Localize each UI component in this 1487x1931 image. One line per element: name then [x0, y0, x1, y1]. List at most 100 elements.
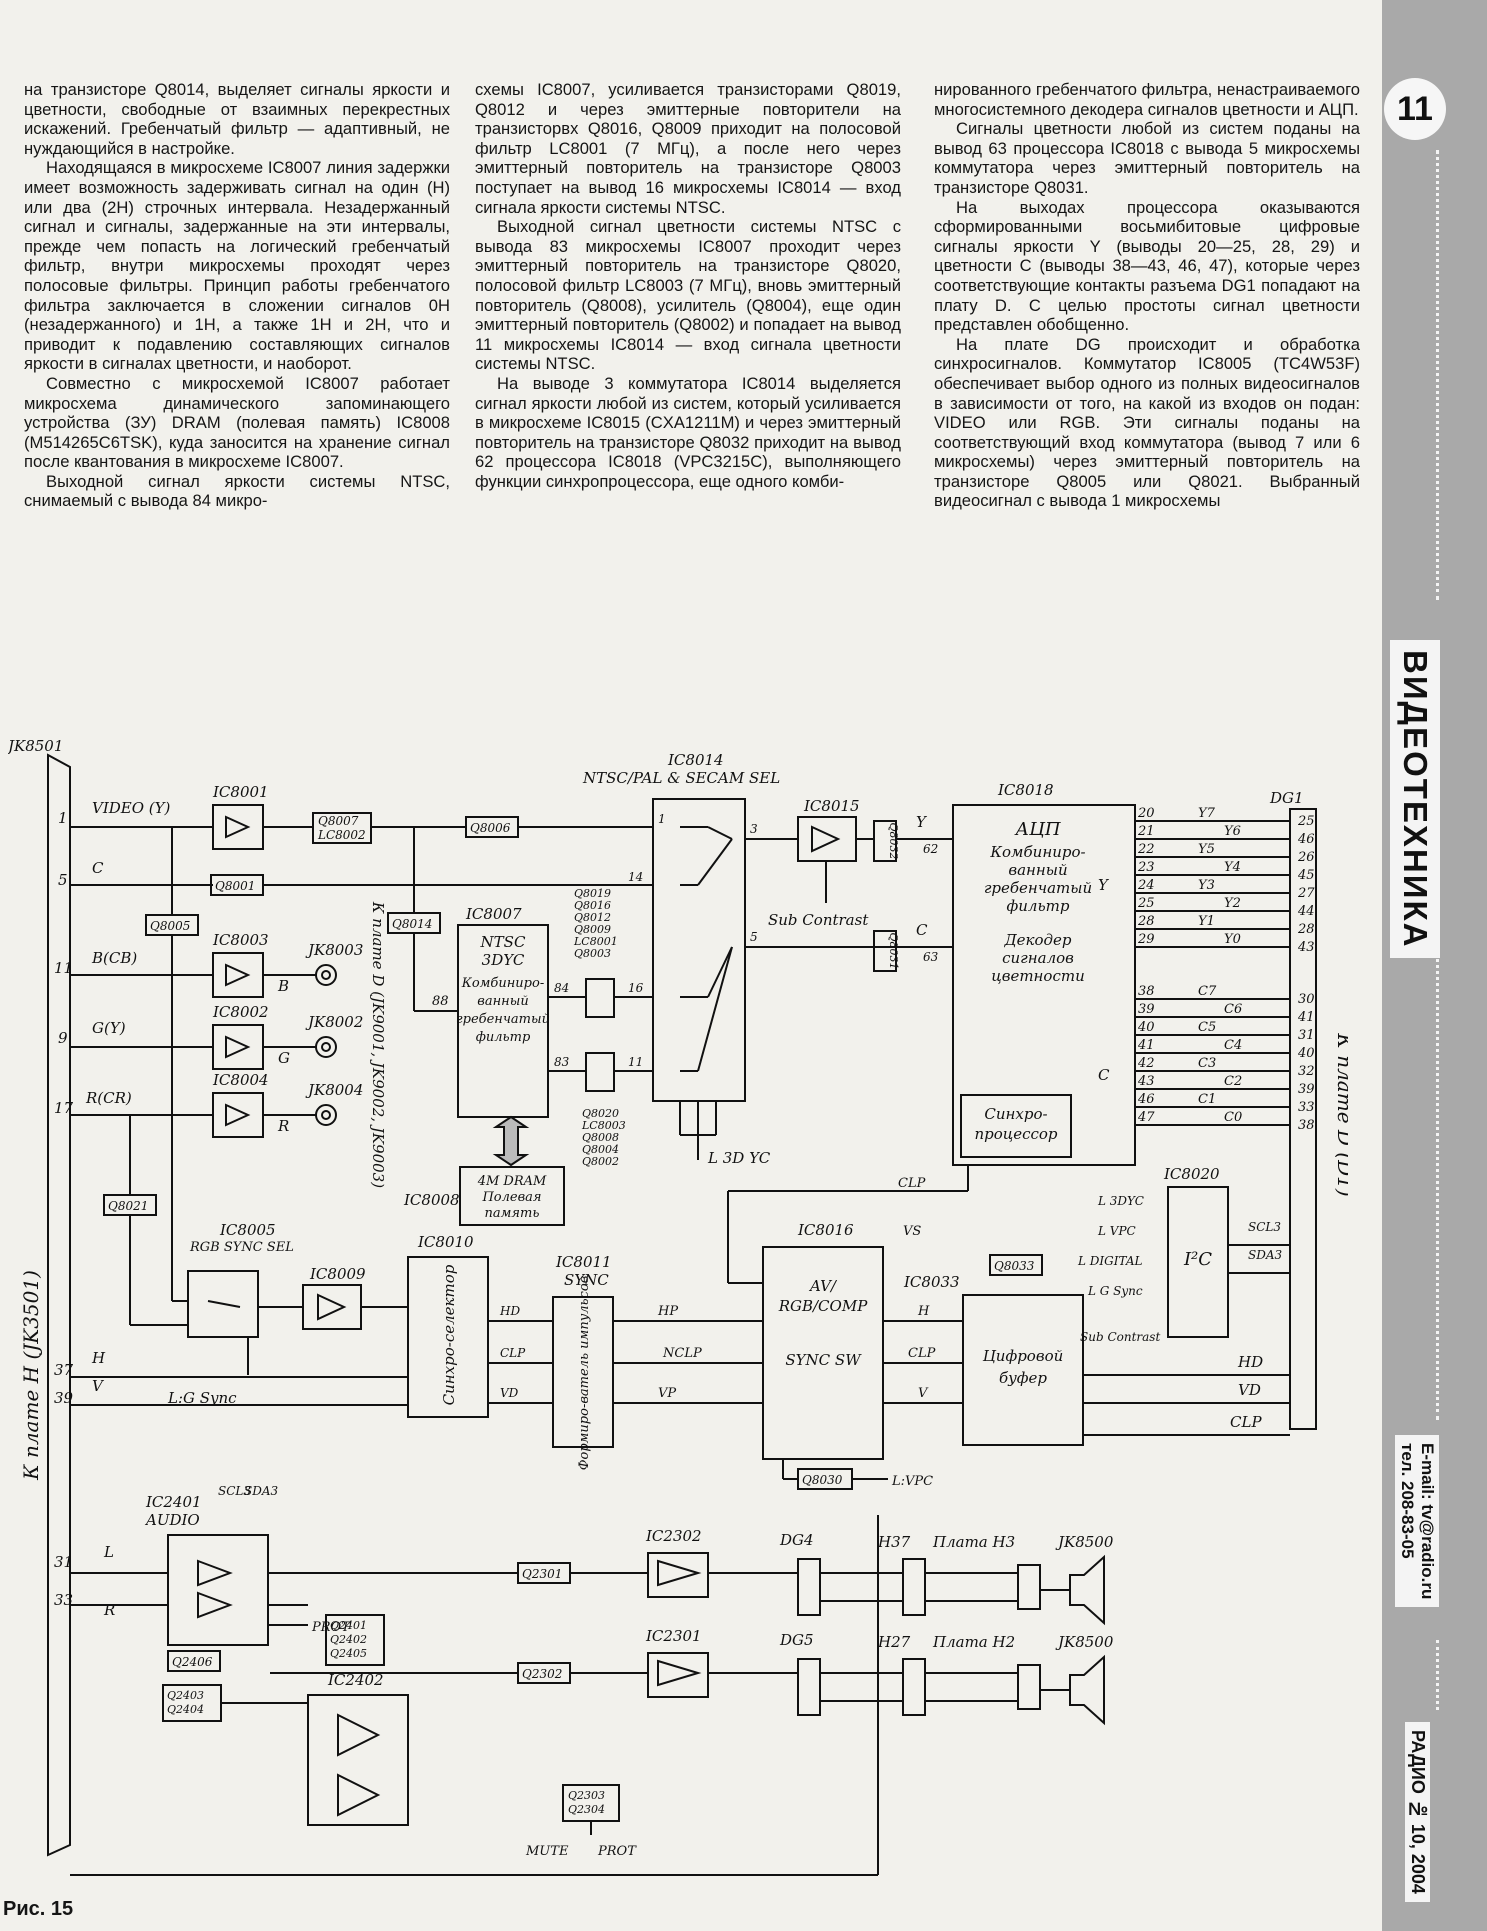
- svg-text:83: 83: [554, 1055, 570, 1069]
- svg-text:C4: C4: [1224, 1038, 1242, 1053]
- svg-text:1: 1: [58, 809, 68, 827]
- svg-text:Y1: Y1: [1198, 914, 1215, 929]
- svg-text:LC8001: LC8001: [573, 935, 618, 948]
- svg-text:Q2301: Q2301: [522, 1567, 562, 1581]
- contact-phone: тел. 208-83-05: [1398, 1443, 1417, 1559]
- svg-text:RGB SYNC SEL: RGB SYNC SEL: [189, 1240, 294, 1255]
- svg-text:33: 33: [1298, 1100, 1315, 1115]
- svg-text:39: 39: [54, 1389, 74, 1407]
- svg-text:L VPC: L VPC: [1097, 1224, 1136, 1238]
- svg-text:C6: C6: [1224, 1002, 1242, 1017]
- section-title: ВИДЕОТЕХНИКА: [1390, 640, 1440, 959]
- svg-text:32: 32: [1298, 1064, 1315, 1079]
- svg-text:JK8003: JK8003: [305, 941, 363, 959]
- svg-text:25: 25: [1137, 896, 1155, 911]
- svg-text:Q2304: Q2304: [568, 1803, 605, 1816]
- input-wires: [70, 826, 388, 1606]
- svg-text:45: 45: [1297, 868, 1315, 883]
- svg-text:Sub Contrast: Sub Contrast: [1080, 1330, 1160, 1344]
- audio-transistors: Q2301 Q2302 Q2406 Q2401 Q2402 Q2405 Q240…: [162, 1562, 637, 1859]
- right-margin-bar: [1382, 0, 1487, 1931]
- svg-text:К плате D (JK9001, JK9002, JK9: К плате D (JK9001, JK9002, JK9003): [369, 901, 387, 1188]
- svg-text:C5: C5: [1198, 1020, 1216, 1035]
- svg-text:NTSC: NTSC: [480, 933, 526, 951]
- svg-text:MUTE: MUTE: [525, 1844, 569, 1859]
- svg-text:память: память: [485, 1206, 540, 1221]
- svg-text:L DIGITAL: L DIGITAL: [1077, 1254, 1142, 1268]
- svg-text:Q8005: Q8005: [150, 919, 190, 933]
- svg-text:VD: VD: [500, 1386, 519, 1400]
- svg-text:Q2401: Q2401: [330, 1619, 367, 1632]
- svg-text:9: 9: [58, 1029, 68, 1047]
- svg-text:IC8002: IC8002: [212, 1003, 269, 1021]
- paragraph: схемы IC8007, усиливается транзисторами …: [475, 80, 901, 217]
- ic8014-system-selector: IC8014 NTSC/PAL & SECAM SEL 3 5 1 14 L 3…: [582, 751, 953, 1167]
- svg-text:37: 37: [54, 1361, 74, 1379]
- svg-text:H: H: [917, 1304, 930, 1319]
- svg-text:17: 17: [54, 1099, 74, 1117]
- svg-text:сигналов: сигналов: [1002, 949, 1074, 967]
- svg-text:PROT: PROT: [311, 1620, 351, 1635]
- ic2401-audio-processor: IC2401 AUDIO SCL3 SDA3 PROT: [144, 1484, 518, 1646]
- svg-text:Плата H2: Плата H2: [932, 1633, 1015, 1651]
- svg-text:47: 47: [1137, 1110, 1155, 1125]
- svg-text:21: 21: [1137, 824, 1155, 839]
- svg-text:3DYC: 3DYC: [482, 951, 525, 969]
- svg-text:C: C: [916, 921, 928, 939]
- svg-text:NTSC/PAL & SECAM SEL: NTSC/PAL & SECAM SEL: [582, 769, 780, 787]
- figure-caption: Рис. 15: [3, 1898, 74, 1920]
- svg-text:AV/: AV/: [808, 1277, 838, 1295]
- svg-text:процессор: процессор: [974, 1125, 1057, 1143]
- svg-text:63: 63: [923, 950, 939, 964]
- svg-text:L:VPC: L:VPC: [891, 1474, 933, 1489]
- paragraph: нированного гребенчатого фильтра, ненаст…: [934, 80, 1360, 119]
- paragraph: Выходной сигнал цветности системы NTSC с…: [475, 217, 901, 374]
- svg-text:IC8001: IC8001: [212, 783, 269, 801]
- dotted-divider: [1436, 1640, 1441, 1710]
- svg-text:VD: VD: [1238, 1381, 1261, 1399]
- svg-text:Y7: Y7: [1198, 806, 1216, 821]
- svg-text:5: 5: [58, 871, 68, 889]
- svg-text:Q8004: Q8004: [582, 1143, 619, 1156]
- svg-text:22: 22: [1137, 842, 1155, 857]
- svg-text:39: 39: [1138, 1002, 1155, 1017]
- svg-text:L: L: [103, 1543, 114, 1561]
- svg-text:11: 11: [628, 1055, 643, 1069]
- svg-text:23: 23: [1137, 860, 1155, 875]
- svg-text:LC8002: LC8002: [317, 828, 366, 842]
- connector-left: [47, 753, 71, 1857]
- svg-text:Y3: Y3: [1198, 878, 1215, 893]
- svg-text:АЦП: АЦП: [1013, 819, 1060, 840]
- svg-text:CLP: CLP: [1230, 1413, 1262, 1431]
- svg-text:SDA3: SDA3: [1248, 1248, 1283, 1262]
- svg-text:Q8032: Q8032: [887, 822, 900, 859]
- svg-text:29: 29: [1137, 932, 1155, 947]
- svg-text:Q8009: Q8009: [574, 923, 611, 936]
- paragraph: Сигналы цветности любой из систем поданы…: [934, 119, 1360, 197]
- svg-text:Y: Y: [1098, 876, 1110, 894]
- svg-text:41: 41: [1137, 1038, 1155, 1053]
- svg-text:Q2404: Q2404: [167, 1703, 204, 1716]
- svg-text:43: 43: [1137, 1074, 1155, 1089]
- page-number: 11: [1384, 78, 1446, 140]
- svg-text:41: 41: [1297, 1010, 1315, 1025]
- svg-text:Y4: Y4: [1224, 860, 1241, 875]
- paragraph: На выходах процессора оказываются сформи…: [934, 197, 1360, 335]
- svg-text:Q8031: Q8031: [887, 932, 900, 969]
- svg-text:B(CB): B(CB): [91, 949, 137, 967]
- svg-text:Комбиниро-: Комбиниро-: [989, 843, 1085, 861]
- paragraph: Совместно с микросхемой IC8007 работает …: [24, 373, 450, 472]
- svg-text:VP: VP: [658, 1386, 676, 1401]
- ic8016-av-sync-switch: IC8016 AV/ RGB/COMP SYNC SW VS H CLP V Q…: [727, 1165, 969, 1490]
- svg-text:Формиро-ватель импульсов: Формиро-ватель импульсов: [577, 1276, 592, 1471]
- svg-text:25: 25: [1297, 814, 1315, 829]
- schematic-figure: JK8501 К плате H (JK3501) DG1 К плате D …: [5, 735, 1357, 1900]
- svg-text:CLP: CLP: [500, 1346, 526, 1360]
- svg-text:цветности: цветности: [991, 967, 1085, 985]
- svg-text:C7: C7: [1198, 984, 1217, 999]
- ic8007-comb-filter: IC8007 NTSC 3DYC Комбиниро- ванный гребе…: [403, 905, 653, 1226]
- svg-text:Q2303: Q2303: [568, 1789, 605, 1802]
- svg-text:фильтр: фильтр: [476, 1030, 531, 1045]
- svg-text:20: 20: [1137, 806, 1155, 821]
